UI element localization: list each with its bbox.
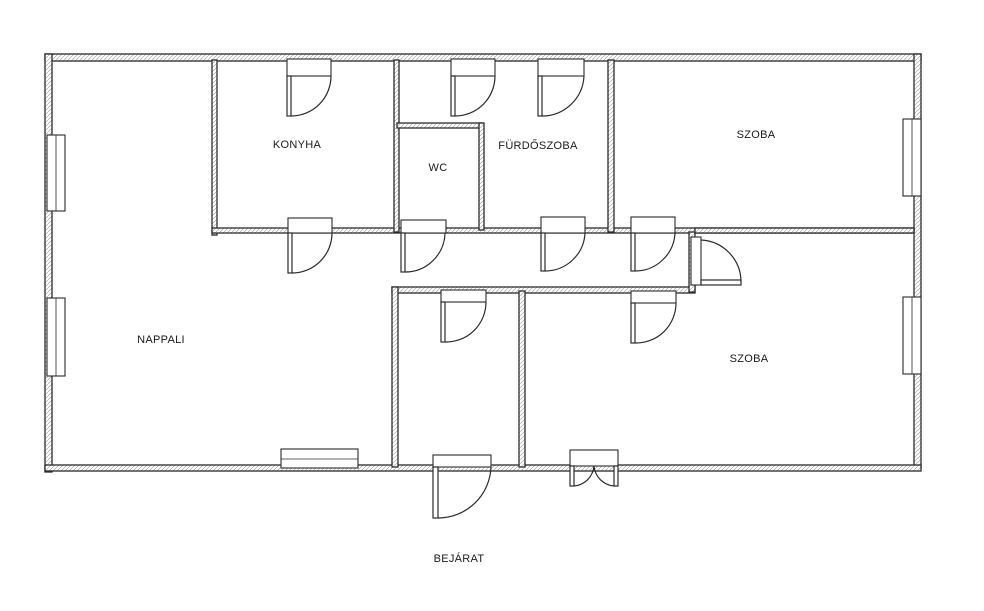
room-labels: KONYHA WC FÜRDŐSZOBA SZOBA NAPPALI SZOBA… [137,129,776,565]
door-hall [440,289,487,343]
label-wc: WC [429,162,448,174]
outer-wall-right [913,53,922,469]
wall-bath-bedroom [607,59,615,233]
wall-hall-left [391,286,399,468]
label-entrance: BEJÁRAT [434,552,485,565]
door-bath-top-left [450,58,496,117]
door-bathroom [540,216,586,272]
label-living-room: NAPPALI [137,334,185,346]
window-living-bottom [280,448,359,469]
wall-kitchen-left [211,59,218,236]
door-entrance [432,454,492,519]
label-bedroom-bottom: SZOBA [730,353,769,365]
door-bedroom-top [630,216,676,272]
door-kitchen-bottom [287,217,333,274]
wall-hall-right [518,290,526,468]
wall-wc-right [478,122,485,231]
wall-kitchen-wc [393,59,400,233]
windows [46,118,922,469]
label-kitchen: KONYHA [273,139,322,151]
outer-walls [44,53,922,473]
label-bedroom-top: SZOBA [737,129,776,141]
door-balcony [569,449,619,487]
door-corridor-end [690,236,742,286]
label-bathroom: FÜRDŐSZOBA [498,138,578,152]
door-kitchen-top [286,58,332,117]
wall-wc-top [396,122,483,129]
door-bedroom-bottom [630,290,677,344]
door-bath-top-right [537,58,585,117]
doors [286,58,742,519]
wall-bedroom-top [694,227,915,234]
door-wc [400,219,447,273]
outer-wall-left [44,53,53,473]
